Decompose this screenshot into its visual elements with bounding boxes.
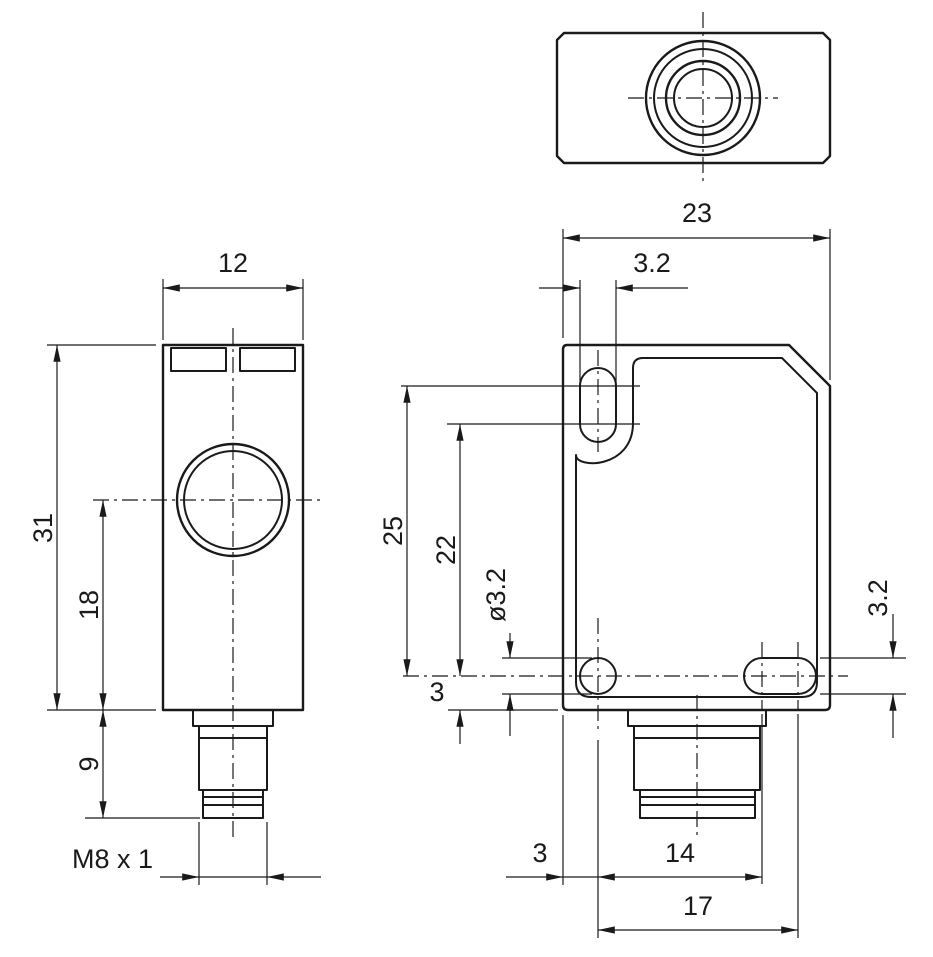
dimension-top-slot-width: 3.2 — [539, 248, 688, 392]
dim-label-connector-length: 9 — [74, 756, 104, 771]
dimension-thread: M8 x 1 — [72, 822, 321, 885]
dim-label-side-slot-width: 3.2 — [863, 579, 893, 617]
dim-label-slot-near-center: 22 — [431, 535, 461, 565]
dimension-side-connector-length: 9 — [74, 710, 200, 819]
side-view: 12 31 18 9 M8 x 1 — [28, 248, 322, 885]
dim-label-slot-far-center: 25 — [378, 516, 408, 546]
front-face-outline — [575, 357, 818, 698]
dim-label-thread: M8 x 1 — [72, 844, 153, 874]
dimension-side-slot-width: 3.2 — [820, 579, 906, 738]
dimension-hole-diameter: ø3.2 — [481, 568, 592, 736]
side-top-insert-right — [239, 347, 296, 372]
dim-label-side-height: 31 — [28, 513, 58, 543]
dim-label-top-slot-width: 3.2 — [633, 248, 671, 278]
front-view: 23 3.2 25 22 ø3.2 — [378, 198, 906, 938]
dim-label-hole-to-slot-far: 17 — [683, 891, 713, 921]
dim-label-edge-to-hole: 3 — [532, 838, 547, 868]
dim-label-front-width: 23 — [682, 198, 712, 228]
dim-label-center-to-bottom: 18 — [74, 590, 104, 620]
dim-label-hole-to-bottom: 3 — [429, 677, 444, 707]
top-view-outline — [555, 31, 832, 165]
dimension-side-center-to-bottom: 18 — [74, 500, 107, 710]
front-body-outline — [561, 343, 832, 712]
top-view — [555, 12, 832, 184]
sensing-face-circle-inner — [673, 68, 733, 128]
dim-label-side-width: 12 — [218, 248, 248, 278]
dim-label-hole-diameter: ø3.2 — [481, 568, 511, 622]
dimension-hole-to-bottom: 3 — [429, 677, 558, 744]
dimension-bottom-chain: 3 14 17 — [506, 714, 799, 938]
dimension-side-width: 12 — [162, 248, 304, 340]
dimension-front-width: 23 — [562, 198, 831, 380]
dim-label-hole-to-slot-near: 14 — [665, 838, 695, 868]
dimension-slot-near-center: 22 — [431, 423, 640, 676]
dimension-side-height: 31 — [28, 344, 156, 711]
side-top-insert-left — [170, 347, 227, 372]
dimension-slot-far-center: 25 — [378, 385, 640, 676]
